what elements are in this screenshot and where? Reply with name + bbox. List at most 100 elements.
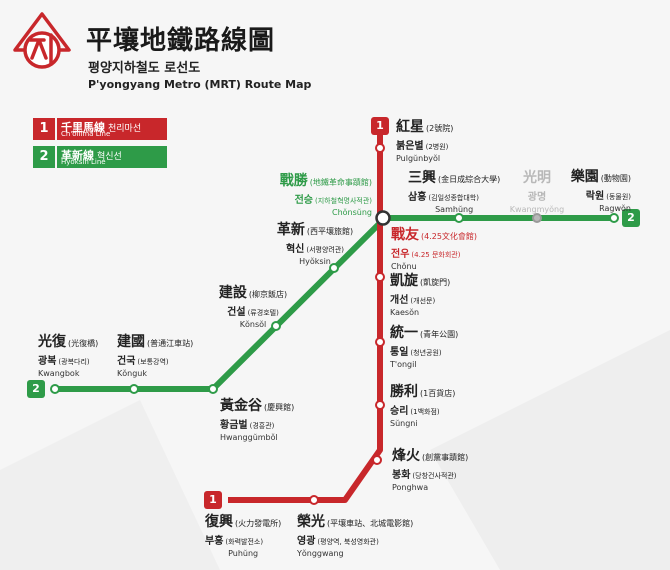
station-dot-kwangmyong[interactable] [532, 213, 542, 223]
station-landmark-zh: (金日成綜合大學) [438, 175, 501, 184]
station-name-ko: 전승 [294, 195, 314, 207]
station-landmark-zh: (慶興館) [264, 403, 295, 412]
station-landmark-zh: (西平壤旅館) [306, 227, 354, 236]
legend-name-ko: 천리마선 [108, 124, 142, 134]
station-name-en: Hwanggŭmbŏl [220, 432, 278, 442]
station-landmark-zh: (凱旋門) [420, 278, 451, 287]
station-name-ko: 삼흥 [408, 192, 427, 204]
line-badge-green-left: 2 [27, 380, 45, 398]
station-name-en: Sŭngni [390, 418, 418, 428]
station-name-ko: 광명 [527, 192, 547, 204]
station-name-en: Yŏnggwang [297, 548, 344, 558]
line-badge-red-top: 1 [371, 117, 389, 135]
station-landmark-ko: (2병원) [425, 143, 449, 152]
station-label-samhung[interactable]: 三興(金日成綜合大學) 삼흥(김일성종합대학) Samhŭng [408, 168, 500, 214]
station-name-zh: 三興 [408, 170, 436, 186]
station-name-zh: 光明 [523, 170, 551, 186]
page-title-korean: 평양지하철도 로선도 [88, 61, 201, 76]
station-name-ko: 영광 [297, 536, 316, 548]
station-name-ko: 승리 [390, 406, 409, 418]
line-badge-red-bottom: 1 [204, 491, 222, 509]
station-name-zh: 革新 [276, 222, 305, 238]
station-label-ragwon[interactable]: 樂園(動物園) 락원(동물원) Ragwŏn [571, 167, 631, 213]
station-dot-ponghwa[interactable] [372, 455, 382, 465]
station-name-zh: 勝利 [390, 384, 418, 400]
station-label-yonggwang[interactable]: 榮光(平壤車站、北城電影館) 영광(평양역, 북성영화관) Yŏnggwang [297, 512, 413, 558]
station-dot-konguk[interactable] [129, 384, 139, 394]
station-name-zh: 戰勝 [279, 173, 308, 189]
station-label-sungni[interactable]: 勝利(1百貨店) 승리(1백화점) Sŭngni [390, 382, 455, 428]
interchange-dot-chonsung-chonu[interactable] [375, 210, 391, 226]
station-label-konguk[interactable]: 建國(普通江車站) 건국(보통강역) Kŏnguk [117, 332, 193, 378]
station-name-ko: 황금벌 [220, 420, 248, 432]
legend-name-ko: 혁신선 [97, 152, 122, 162]
station-name-zh: 榮光 [297, 514, 325, 530]
station-name-ko: 붉은별 [396, 141, 424, 153]
station-name-zh: 建設 [218, 285, 247, 301]
station-dot-konsol[interactable] [271, 321, 281, 331]
station-dot-ragwon[interactable] [609, 213, 619, 223]
line-number-badge: 1 [33, 118, 55, 140]
station-label-chonsung[interactable]: 戰勝(地鐵革命事蹟館) 전승(지하철혁명사적관) Chŏnsŭng [280, 171, 372, 217]
station-name-zh: 戰友 [391, 227, 419, 243]
station-landmark-zh: (2號院) [426, 124, 454, 133]
station-dot-hwanggumbol[interactable] [208, 384, 218, 394]
station-landmark-ko: (보통강역) [137, 358, 169, 367]
station-label-hwanggumbol[interactable]: 黃金谷(慶興館) 황금벌(경흥관) Hwanggŭmbŏl [220, 396, 294, 442]
station-name-en: Kŏnguk [117, 368, 147, 378]
line-badge-green-right: 2 [622, 209, 640, 227]
station-dot-pulgunbyol[interactable] [375, 143, 385, 153]
station-label-kwangbok[interactable]: 光復(光復橋) 광복(광복다리) Kwangbok [38, 332, 98, 378]
station-dot-tongil[interactable] [375, 337, 385, 347]
station-name-en: Kwangbok [38, 368, 80, 378]
station-name-ko: 봉화 [392, 470, 411, 482]
page-title-english: P'yongyang Metro (MRT) Route Map [88, 78, 312, 91]
station-name-en: Hyŏksin [299, 256, 331, 266]
station-name-ko: 부흥 [205, 536, 224, 548]
station-label-tongil[interactable]: 統一(青年公園) 통일(청년공원) T'ongil [390, 323, 458, 369]
station-name-ko: 개선 [390, 295, 409, 307]
station-name-en: Kwangmyŏng [509, 204, 565, 214]
station-dot-yonggwang[interactable] [309, 495, 319, 505]
station-label-hyoksin[interactable]: 革新(西平壤旅館) 혁신(서평양려관) Hyŏksin [255, 220, 375, 266]
station-label-ponghwa[interactable]: 烽火(創黨事蹟館) 봉화(당창건사적관) Ponghwa [392, 446, 468, 492]
station-label-kwangmyong[interactable]: 光明 광명 Kwangmyŏng [507, 168, 567, 214]
station-landmark-ko: (동물원) [606, 193, 631, 202]
station-name-en: Ragwŏn [599, 203, 631, 213]
station-name-zh: 黃金谷 [220, 398, 262, 414]
legend-name-zh: 千里馬線 [61, 121, 105, 134]
station-dot-kwangbok[interactable] [50, 384, 60, 394]
station-landmark-zh: (柳京飯店) [248, 290, 288, 299]
station-name-zh: 復興 [205, 514, 233, 530]
page-title: 平壤地鐵路線圖 [86, 26, 276, 56]
station-name-en: Samhŭng [435, 204, 474, 214]
station-label-pulgunbyol[interactable]: 紅星(2號院) 붉은별(2병원) Pulgŭnbyŏl [396, 117, 453, 163]
station-landmark-zh: (創黨事蹟館) [422, 453, 469, 462]
station-dot-samhung[interactable] [454, 213, 464, 223]
station-label-punghung[interactable]: 復興(火力發電所) 부흥(화력발전소) Puhŭng [205, 512, 281, 558]
station-label-kaeson[interactable]: 凱旋(凱旋門) 개선(개선문) Kaesŏn [390, 271, 450, 317]
station-name-en: Kaesŏn [390, 307, 420, 317]
station-name-zh: 建國 [117, 334, 145, 350]
station-landmark-ko: (1백화점) [410, 408, 440, 417]
station-dot-kaeson[interactable] [375, 272, 385, 282]
station-name-zh: 烽火 [392, 448, 420, 464]
station-name-en: Kŏnsŏl [239, 319, 267, 329]
station-dot-sungni[interactable] [375, 400, 385, 410]
station-landmark-zh: (4.25文化會館) [421, 232, 478, 241]
station-name-zh: 紅星 [396, 119, 424, 135]
station-label-chonu[interactable]: 戰友(4.25文化會館) 전우(4.25 문화회관) Chŏnu [391, 225, 477, 271]
station-name-ko: 혁신 [285, 244, 305, 256]
station-name-en: Chŏnu [391, 261, 417, 271]
station-label-konsol[interactable]: 建設(柳京飯店) 건설(류경호텔) Kŏnsŏl [198, 283, 308, 329]
station-landmark-ko: (김일성종합대학) [428, 194, 479, 203]
station-dot-hyoksin[interactable] [329, 263, 339, 273]
station-landmark-zh: (平壤車站、北城電影館) [327, 519, 414, 528]
station-landmark-ko: (경흥관) [249, 422, 275, 431]
station-name-en: Pulgŭnbyŏl [396, 153, 441, 163]
